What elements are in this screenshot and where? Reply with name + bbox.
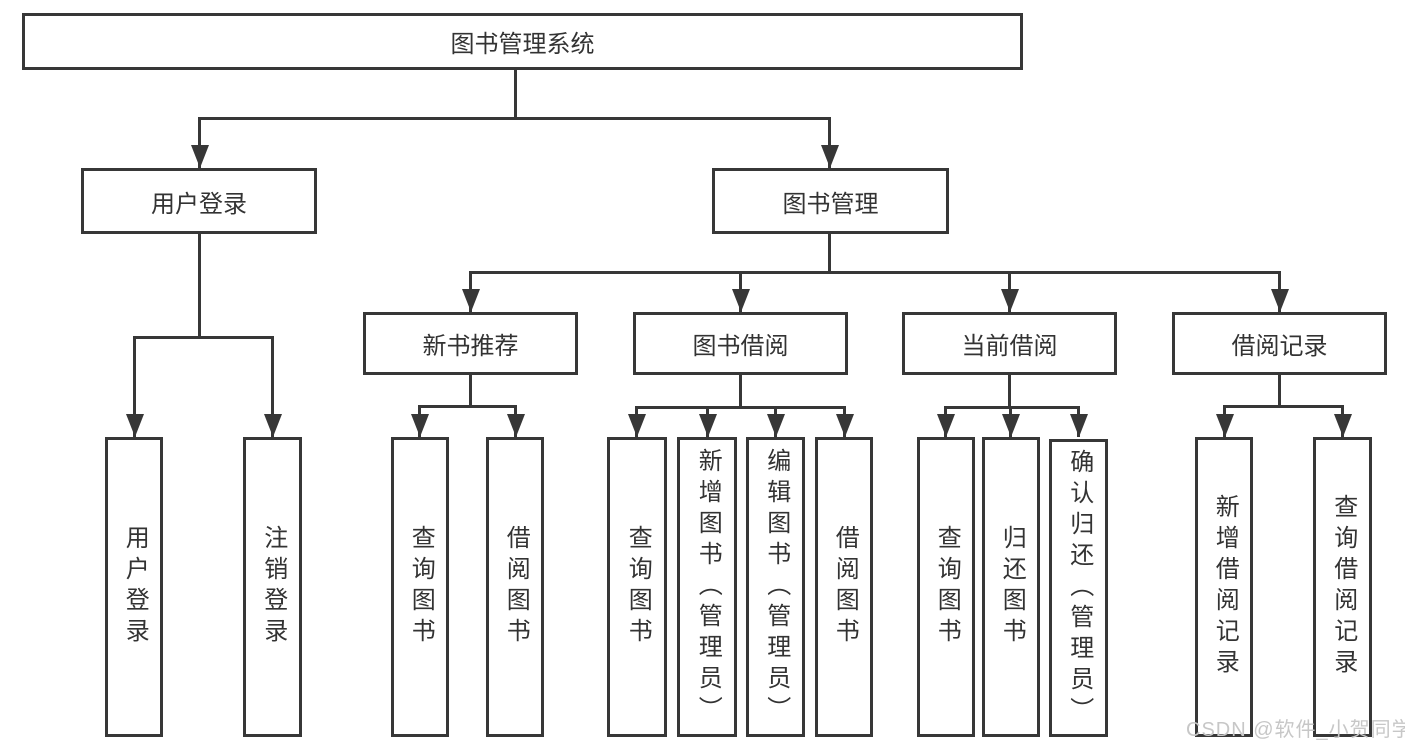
connector-g2-rail: [635, 406, 845, 409]
leaf-cb-return-books: 归还图书: [982, 437, 1040, 737]
leaf-bb-add-books-admin: 新增图书（管理员）: [677, 437, 737, 737]
arrow-to-current-borrow: [1008, 271, 1011, 312]
connector-g3-stem: [1008, 375, 1011, 406]
arrow-to-leaf-logout: [271, 336, 274, 437]
arrow-to-new-book-recommend: [469, 271, 472, 312]
connector-g1-stem: [469, 375, 472, 405]
connector-g3-rail: [944, 406, 1080, 409]
connector-root-stem: [514, 70, 517, 117]
connector-level2-rail: [198, 117, 831, 120]
arrow-g2-query-books: [635, 406, 638, 437]
node-new-book-recommend: 新书推荐: [363, 312, 578, 375]
arrow-to-book-management: [828, 117, 831, 168]
leaf-cb-query-books: 查询图书: [917, 437, 975, 737]
node-borrow-records: 借阅记录: [1172, 312, 1387, 375]
leaf-user-login: 用户登录: [105, 437, 163, 737]
leaf-bb-query-books: 查询图书: [607, 437, 667, 737]
leaf-nb-borrow-books: 借阅图书: [486, 437, 544, 737]
node-root-system: 图书管理系统: [22, 13, 1023, 70]
arrow-g4-add-record: [1223, 405, 1226, 437]
connector-book-stem: [828, 234, 831, 271]
connector-user-stem: [198, 234, 201, 336]
connector-level3-rail: [469, 271, 1280, 274]
leaf-cb-confirm-return-admin: 确认归还（管理员）: [1049, 439, 1108, 737]
leaf-nb-query-books: 查询图书: [391, 437, 449, 737]
connector-g2-stem: [739, 375, 742, 406]
leaf-bb-edit-books-admin: 编辑图书（管理员）: [746, 437, 805, 737]
arrow-g3-return-books: [1009, 406, 1012, 437]
csdn-watermark: CSDN @软件_小贺同学: [1186, 719, 1405, 741]
arrow-to-leaf-user-login: [133, 336, 136, 437]
arrow-g3-confirm-return: [1077, 406, 1080, 437]
node-book-management: 图书管理: [712, 168, 949, 234]
node-user-login: 用户登录: [81, 168, 317, 234]
connector-user-rail: [133, 336, 274, 339]
connector-g4-stem: [1278, 375, 1281, 405]
connector-g1-rail: [418, 405, 517, 408]
leaf-logout: 注销登录: [243, 437, 302, 737]
arrow-g1-borrow-books: [514, 405, 517, 437]
arrow-g3-query-books: [944, 406, 947, 437]
leaf-br-add-record: 新增借阅记录: [1195, 437, 1253, 737]
node-book-borrow: 图书借阅: [633, 312, 848, 375]
arrow-g2-edit-books: [774, 406, 777, 437]
node-current-borrow: 当前借阅: [902, 312, 1117, 375]
arrow-g1-query-books: [418, 405, 421, 437]
arrow-g4-query-record: [1341, 405, 1344, 437]
arrow-to-borrow-records: [1278, 271, 1281, 312]
leaf-br-query-record: 查询借阅记录: [1313, 437, 1372, 737]
arrow-to-book-borrow: [739, 271, 742, 312]
connector-g4-rail: [1223, 405, 1344, 408]
arrow-to-user-login: [198, 117, 201, 168]
arrow-g2-borrow-books: [843, 406, 846, 437]
arrow-g2-add-books: [706, 406, 709, 437]
leaf-bb-borrow-books: 借阅图书: [815, 437, 873, 737]
